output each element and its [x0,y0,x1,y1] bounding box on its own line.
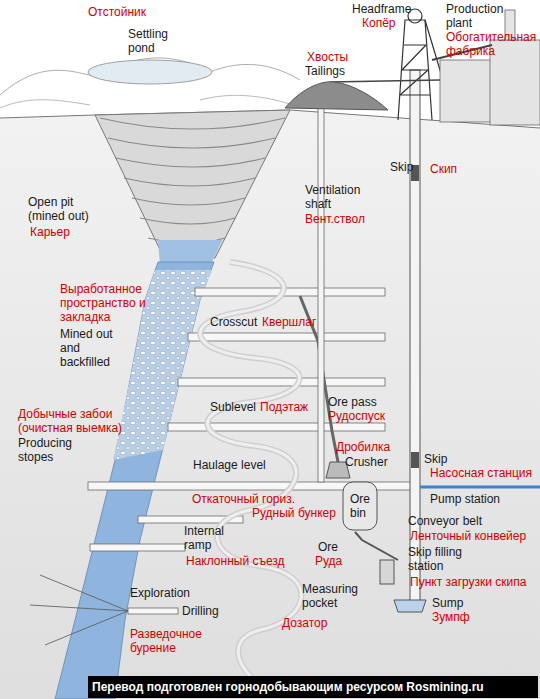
part-label: Headframe [352,2,411,16]
open-pit [95,110,290,258]
pump-pipe [420,486,540,489]
part-label: Копёр [362,16,396,30]
level-tunnel [178,378,385,386]
tailings-conveyor [330,80,440,82]
orebody [55,262,214,699]
part-label: Ленточный конвейер [410,529,526,543]
exploration-drift [128,608,178,614]
underground [0,110,540,699]
part-label: Drilling [182,604,219,618]
credit-text: Перевод подготовлен горнодобывающим ресу… [92,680,484,694]
terrace [108,138,275,148]
part-label: Рудоспуск [328,409,385,423]
hills [0,95,290,108]
part-label: Production plant [446,2,521,30]
skip [411,452,419,468]
part-label: Зумпф [432,610,470,624]
part-label: Ore pass [328,395,377,409]
part-label: Дозатор [282,616,327,630]
hills [0,58,300,95]
pit-water [158,240,222,265]
part-label: Обогатительная фабрика [446,30,540,58]
part-label: Руда [315,554,342,568]
part-label: Добычные забои (очистная выемка) [18,407,133,435]
settling-pond [88,60,212,84]
headframe-legs [398,20,432,120]
part-label: Haulage level [193,458,266,472]
part-label: Sump [432,596,463,610]
ramp-tunnel [90,544,185,551]
terrace [116,158,265,167]
part-label: Ventilation shaft [305,183,375,211]
headframe-bracing [400,45,430,95]
terrace [140,218,235,224]
sump [394,600,426,612]
drill-holes [30,575,128,645]
part-label: Crosscut [210,315,257,329]
part-label: Internal ramp [184,524,239,552]
part-label: Sublevel [210,400,256,414]
level-tunnel [168,423,385,431]
part-label: Crusher [345,455,388,469]
ventilation-shaft [318,108,324,482]
conveyor-belt [355,532,398,560]
part-label: Вент.ствол [305,212,365,226]
part-label: Conveyor belt [408,514,482,528]
part-label: Наклонный съезд [186,554,285,568]
part-label: Skip filling station [408,545,488,573]
part-label: Tailings [305,64,345,78]
part-label: Mined out and backfilled [60,327,120,369]
drill-hole [40,575,128,611]
terrace [132,198,245,205]
part-label: Откаточный гориз. [192,492,295,506]
level-tunnel [195,288,385,296]
part-label: Насосная станция [430,466,532,480]
part-label: Хвосты [307,50,348,64]
terrace [124,178,255,186]
credit-band: Перевод подготовлен горнодобывающим ресу… [88,676,538,698]
part-label: Дробилка [336,440,390,454]
part-label: Пункт загрузки скипа [410,575,526,589]
plant-building [490,40,540,125]
part-label: Producing stopes [18,436,88,464]
drill-hole [30,605,128,611]
levels [88,288,416,614]
part-label: Measuring pocket [302,582,367,610]
part-label: Skip [424,452,447,466]
terrace [100,118,285,129]
part-label: Skip [390,160,413,174]
tailings-pile [285,82,388,110]
part-label: Разведочное бурение [130,627,215,655]
part-label: Pump station [430,492,500,506]
part-label: Скип [430,162,457,176]
part-label: Ore [318,540,338,554]
part-label: Подэтаж [260,400,308,414]
part-label: Рудный бункер [252,506,336,520]
level-tunnel [188,333,385,341]
part-label: Exploration [130,586,190,600]
part-label: Карьер [30,225,70,239]
part-label: Open pit (mined out) [28,195,98,223]
part-label: Выработанное пространство и закладка [60,282,160,324]
pit-terraces [100,118,285,243]
drill-hole [45,611,128,645]
part-label: Ore bin [350,492,380,520]
measuring-pocket [380,560,394,584]
part-label: Отстойник [88,5,146,19]
part-label: Settling pond [128,27,183,55]
part-label: Квершлаг [262,315,316,329]
